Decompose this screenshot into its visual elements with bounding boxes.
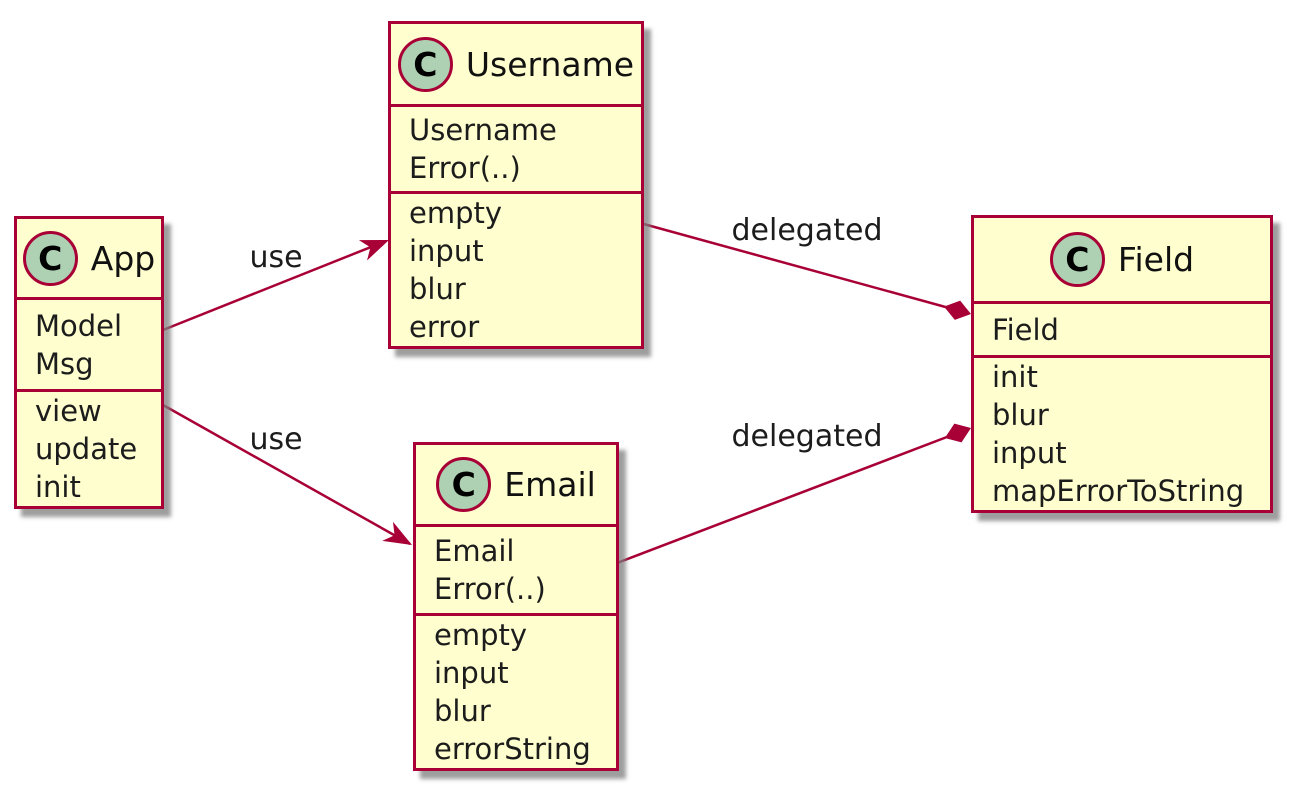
class-attribute: Field — [992, 312, 1059, 347]
class-attributes-app: Model Msg — [17, 300, 161, 389]
class-method: init — [992, 360, 1038, 394]
edge-username-field-line — [639, 221, 961, 313]
edge-label-use-app-email: use — [249, 422, 302, 457]
class-attribute: Msg — [35, 346, 94, 381]
class-methods-username: empty input blur error — [391, 191, 641, 346]
class-box-app: C App Model Msg view update init — [14, 216, 164, 509]
class-method: blur — [992, 398, 1049, 432]
class-method: empty — [409, 196, 503, 230]
edge-username-field: delegated — [639, 213, 971, 320]
class-method: input — [434, 656, 509, 690]
class-header-username: C Username — [391, 24, 641, 107]
edge-app-email: use — [162, 403, 412, 546]
class-header-email: C Email — [416, 445, 616, 527]
open-arrowhead-icon — [358, 240, 389, 261]
class-method: error — [409, 310, 480, 344]
edge-label-use-app-username: use — [249, 240, 302, 275]
class-method: view — [35, 394, 102, 428]
filled-diamond-icon — [944, 423, 971, 443]
class-method: empty — [434, 618, 528, 652]
class-method: init — [35, 470, 81, 504]
class-method: blur — [434, 694, 491, 728]
class-attribute: Model — [35, 308, 123, 343]
filled-diamond-icon — [944, 300, 971, 320]
class-title-username: Username — [465, 44, 635, 84]
edge-app-email-line — [162, 403, 411, 546]
edge-app-username-line — [162, 239, 387, 332]
class-attributes-email: Email Error(..) — [416, 527, 616, 613]
class-methods-field: init blur input mapErrorToString — [974, 355, 1270, 510]
class-method: errorString — [434, 732, 591, 766]
class-c-icon: C — [22, 230, 78, 286]
class-attribute: Email — [434, 534, 515, 568]
class-box-email: C Email Email Error(..) empty input blur… — [413, 442, 619, 771]
class-method: update — [35, 432, 138, 466]
edge-label-delegated-email-field: delegated — [732, 419, 883, 454]
class-attribute: Username — [409, 113, 557, 147]
class-attributes-username: Username Error(..) — [391, 107, 641, 191]
class-box-field: C Field Field init blur input mapErrorTo… — [971, 215, 1273, 513]
edge-email-field-line — [616, 430, 961, 565]
class-attribute: Error(..) — [409, 151, 521, 185]
class-header-field: C Field — [974, 218, 1270, 304]
class-method: input — [992, 436, 1067, 470]
edge-app-username: use — [162, 239, 389, 332]
edge-label-delegated-username-field: delegated — [732, 213, 883, 248]
class-box-username: C Username Username Error(..) empty inpu… — [388, 21, 644, 349]
class-method: input — [409, 234, 484, 268]
edge-email-field: delegated — [616, 419, 971, 565]
class-c-icon: C — [436, 457, 492, 512]
class-title-app: App — [90, 238, 156, 278]
class-methods-app: view update init — [17, 389, 161, 506]
class-method: mapErrorToString — [992, 474, 1245, 508]
class-attribute: Error(..) — [434, 572, 546, 606]
class-header-app: C App — [17, 219, 161, 300]
class-title-email: Email — [504, 465, 596, 504]
open-arrowhead-icon — [382, 521, 412, 545]
class-title-field: Field — [1117, 240, 1195, 279]
class-method: blur — [409, 272, 466, 306]
class-c-icon: C — [397, 36, 453, 92]
class-attributes-field: Field — [974, 304, 1270, 355]
class-methods-email: empty input blur errorString — [416, 613, 616, 768]
class-c-icon: C — [1049, 232, 1105, 287]
